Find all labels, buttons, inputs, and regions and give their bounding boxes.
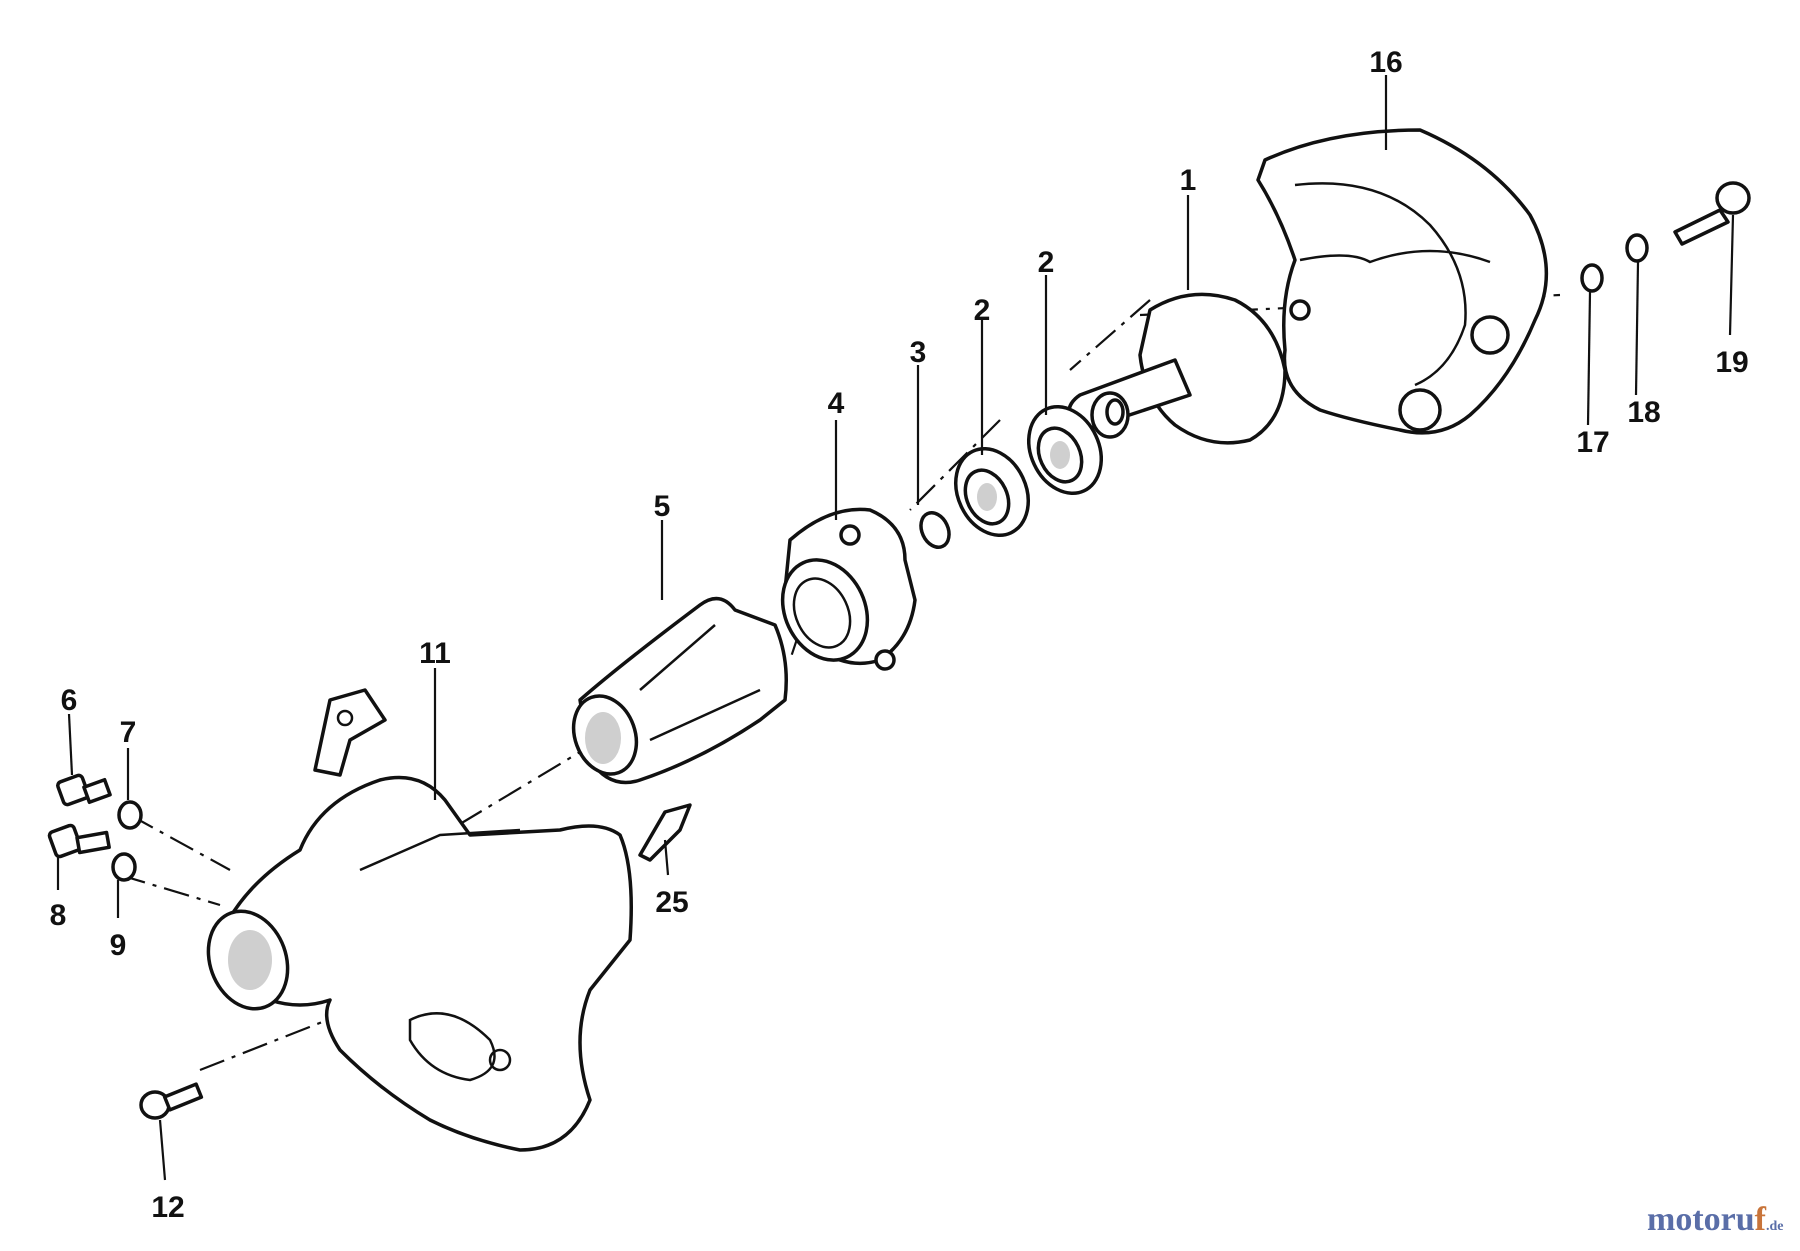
callout-16: 16 [1369, 46, 1402, 79]
part-snap-ring [919, 511, 951, 549]
part-washer-18 [1625, 233, 1649, 263]
callout-5: 5 [654, 490, 671, 523]
part-sleeve [571, 596, 788, 785]
callout-6: 6 [61, 684, 78, 717]
watermark-logo: motoruf.de [1647, 1201, 1783, 1238]
callout-leaders [56, 75, 1735, 1181]
callout-25: 25 [655, 886, 688, 919]
callout-7: 7 [120, 716, 137, 749]
svg-text:motoruf.de: motoruf.de [1647, 1201, 1783, 1238]
part-bearing-housing [780, 507, 917, 671]
part-clutch-cover [1256, 128, 1549, 435]
part-washer-upper [117, 800, 143, 830]
callout-17: 17 [1576, 426, 1609, 459]
watermark-tld: .de [1766, 1219, 1784, 1234]
part-clip [638, 803, 692, 862]
callout-9: 9 [110, 929, 127, 962]
part-bolt-bottom [139, 1082, 204, 1120]
part-bearing-lower [954, 447, 1030, 537]
part-washer-lower [111, 852, 137, 882]
callout-8: 8 [50, 899, 67, 932]
callout-4: 4 [828, 387, 845, 420]
callout-12: 12 [151, 1191, 184, 1224]
callout-2-lower: 2 [974, 294, 991, 327]
callout-11: 11 [419, 637, 451, 670]
part-main-housing [206, 688, 633, 1152]
callout-3: 3 [910, 336, 927, 369]
callout-2-upper: 2 [1038, 246, 1055, 279]
watermark-brand-accent: f [1755, 1201, 1767, 1238]
callout-18: 18 [1627, 396, 1660, 429]
part-washer-17 [1580, 263, 1604, 293]
part-clutch-drum [1067, 292, 1287, 445]
watermark-brand: motoru [1647, 1201, 1755, 1238]
callout-labels: 16 1 2 2 3 4 5 11 6 7 8 9 12 17 18 19 25 [50, 46, 1749, 1224]
callout-1: 1 [1180, 164, 1197, 197]
part-bolt-upper [56, 773, 112, 807]
part-screw-19 [1673, 181, 1751, 246]
part-bolt-lower [47, 823, 111, 859]
callout-19: 19 [1715, 346, 1748, 379]
